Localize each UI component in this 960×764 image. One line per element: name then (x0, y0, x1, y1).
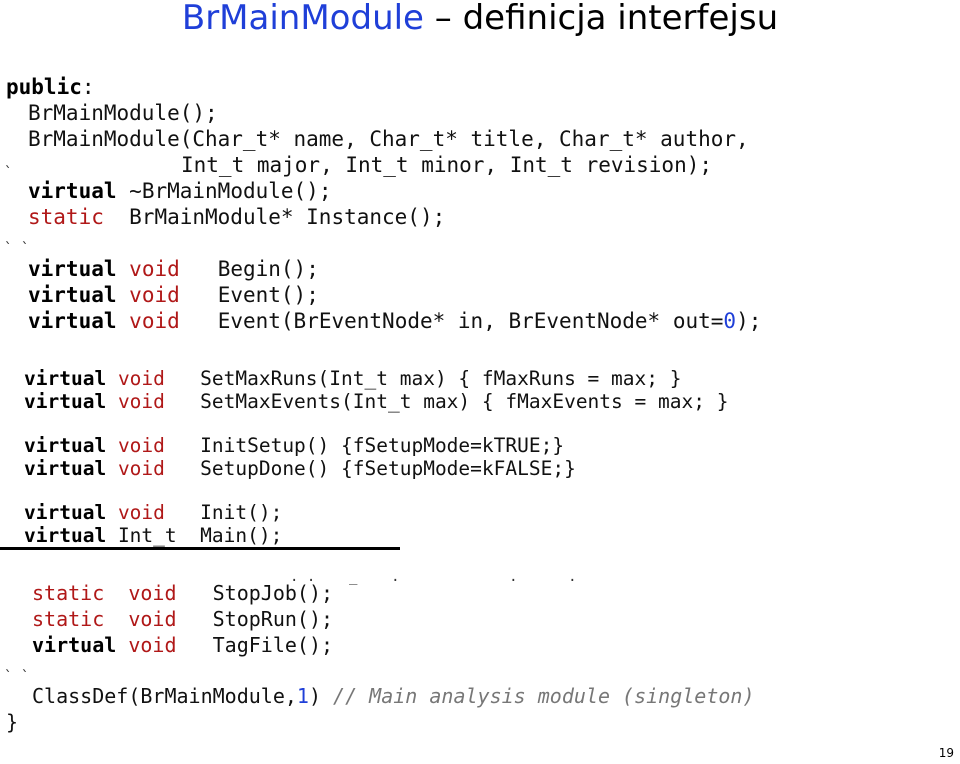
code-line-stop-run: static void StopRun(); (32, 607, 334, 631)
code-line-tag-file: virtual void TagFile(); (32, 633, 334, 657)
code-line-closing-brace: } (6, 710, 19, 734)
code-line-main: virtual Int_t Main(); (24, 524, 283, 547)
code-line-ctor-default: BrMainModule(); (28, 101, 218, 125)
code-line-setup-done: virtual void SetupDone() {fSetupMode=kFA… (24, 457, 576, 480)
code-line-public: public: (6, 75, 95, 99)
title-class-name: BrMainModule (181, 0, 424, 38)
code-line-set-max-events: virtual void SetMaxEvents(Int_t max) { f… (24, 390, 729, 413)
code-line-classdef: ClassDef(BrMainModule,1) // Main analysi… (32, 684, 755, 708)
code-line-init-setup: virtual void InitSetup() {fSetupMode=kTR… (24, 434, 565, 457)
page-number: 19 (938, 746, 954, 760)
code-line-instance: static BrMainModule* Instance(); (28, 205, 446, 229)
tick-mark: ` ` (4, 669, 30, 685)
code-line-event-args: virtual void Event(BrEventNode* in, BrEv… (28, 309, 762, 333)
code-line-stop-job: static void StopJob(); (32, 581, 334, 605)
code-line-begin: virtual void Begin(); (28, 257, 319, 281)
tick-mark: . . _ . . . (290, 569, 577, 585)
code-line-init: virtual void Init(); (24, 501, 283, 524)
slide-title: BrMainModule – definicja interfejsu (0, 0, 960, 38)
code-line-set-max-runs: virtual void SetMaxRuns(Int_t max) { fMa… (24, 367, 682, 390)
code-line-ctor-args-1: BrMainModule(Char_t* name, Char_t* title… (28, 127, 749, 151)
code-line-event: virtual void Event(); (28, 283, 319, 307)
title-description: – definicja interfejsu (423, 0, 779, 38)
tick-mark: ` (4, 165, 13, 181)
code-line-dtor: virtual ~BrMainModule(); (28, 179, 332, 203)
code-line-ctor-args-2: Int_t major, Int_t minor, Int_t revision… (181, 153, 713, 177)
divider-line (0, 547, 400, 550)
tick-mark: ` ` (4, 241, 30, 257)
